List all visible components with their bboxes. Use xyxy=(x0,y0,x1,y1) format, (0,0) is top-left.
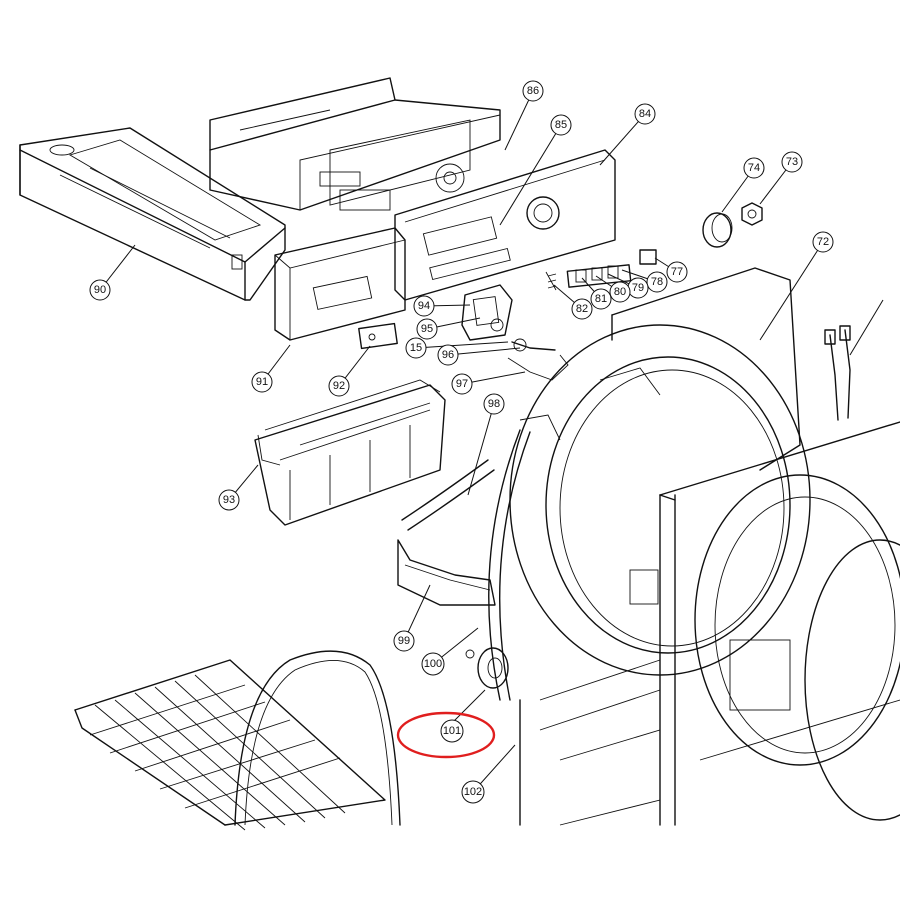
svg-text:98: 98 xyxy=(488,398,500,410)
svg-text:102: 102 xyxy=(464,786,482,798)
callout-78: 78 xyxy=(646,271,668,293)
control-panel-drawing xyxy=(394,149,616,301)
callout-74: 74 xyxy=(743,157,765,179)
svg-text:95: 95 xyxy=(421,323,433,335)
callout-81: 81 xyxy=(590,288,612,310)
svg-text:90: 90 xyxy=(94,284,106,296)
cabinet-front-drawing xyxy=(519,421,900,826)
svg-text:91: 91 xyxy=(256,376,268,388)
svg-text:101: 101 xyxy=(443,725,461,737)
callout-73: 73 xyxy=(781,151,803,173)
callout-80: 80 xyxy=(609,281,631,303)
gasket-ring-drawing xyxy=(488,429,531,701)
control-board-drawing xyxy=(209,77,501,211)
callout-15: 15 xyxy=(405,337,427,359)
drying-rack-drawing xyxy=(74,650,401,831)
svg-text:97: 97 xyxy=(456,378,468,390)
callout-95: 95 xyxy=(416,318,438,340)
callout-92: 92 xyxy=(328,375,350,397)
callout-82: 82 xyxy=(571,298,593,320)
lint-filter-drawing xyxy=(254,379,446,526)
leader-lines xyxy=(99,90,884,793)
callout-96: 96 xyxy=(437,344,459,366)
control-housing-drawing xyxy=(19,127,286,301)
callout-100: 100 xyxy=(421,652,445,676)
callout-84: 84 xyxy=(634,103,656,125)
svg-text:74: 74 xyxy=(748,162,760,174)
callout-99: 99 xyxy=(393,630,415,652)
svg-text:92: 92 xyxy=(333,380,345,392)
latch-parts-drawing xyxy=(461,284,569,381)
callout-77: 77 xyxy=(666,261,688,283)
svg-text:15: 15 xyxy=(410,342,422,354)
svg-text:85: 85 xyxy=(555,119,567,131)
svg-text:80: 80 xyxy=(614,286,626,298)
svg-text:86: 86 xyxy=(527,85,539,97)
callout-101: 101 xyxy=(440,719,464,743)
callout-93: 93 xyxy=(218,489,240,511)
knob-drawing xyxy=(702,202,763,248)
callout-94: 94 xyxy=(413,295,435,317)
svg-text:72: 72 xyxy=(817,236,829,248)
svg-text:96: 96 xyxy=(442,349,454,361)
svg-text:94: 94 xyxy=(418,300,430,312)
svg-text:78: 78 xyxy=(651,276,663,288)
callout-91: 91 xyxy=(251,371,273,393)
svg-text:81: 81 xyxy=(595,293,607,305)
svg-text:84: 84 xyxy=(639,108,651,120)
door-seal-drawing xyxy=(397,459,496,606)
svg-text:93: 93 xyxy=(223,494,235,506)
dispenser-bezel-drawing xyxy=(274,227,406,341)
highlight-ellipse xyxy=(396,711,496,759)
callout-85: 85 xyxy=(550,114,572,136)
badge-plate-drawing xyxy=(358,322,398,350)
svg-text:73: 73 xyxy=(786,156,798,168)
wire-harness-drawing xyxy=(824,325,851,421)
idler-wheel-drawing xyxy=(465,647,509,689)
callout-90: 90 xyxy=(89,279,111,301)
callout-72: 72 xyxy=(812,231,834,253)
callout-86: 86 xyxy=(522,80,544,102)
callout-98: 98 xyxy=(483,393,505,415)
svg-text:100: 100 xyxy=(424,658,442,670)
callout-79: 79 xyxy=(627,277,649,299)
svg-text:99: 99 xyxy=(398,635,410,647)
callout-102: 102 xyxy=(461,780,485,804)
svg-text:79: 79 xyxy=(632,282,644,294)
svg-text:77: 77 xyxy=(671,266,683,278)
callout-97: 97 xyxy=(451,373,473,395)
svg-text:82: 82 xyxy=(576,303,588,315)
